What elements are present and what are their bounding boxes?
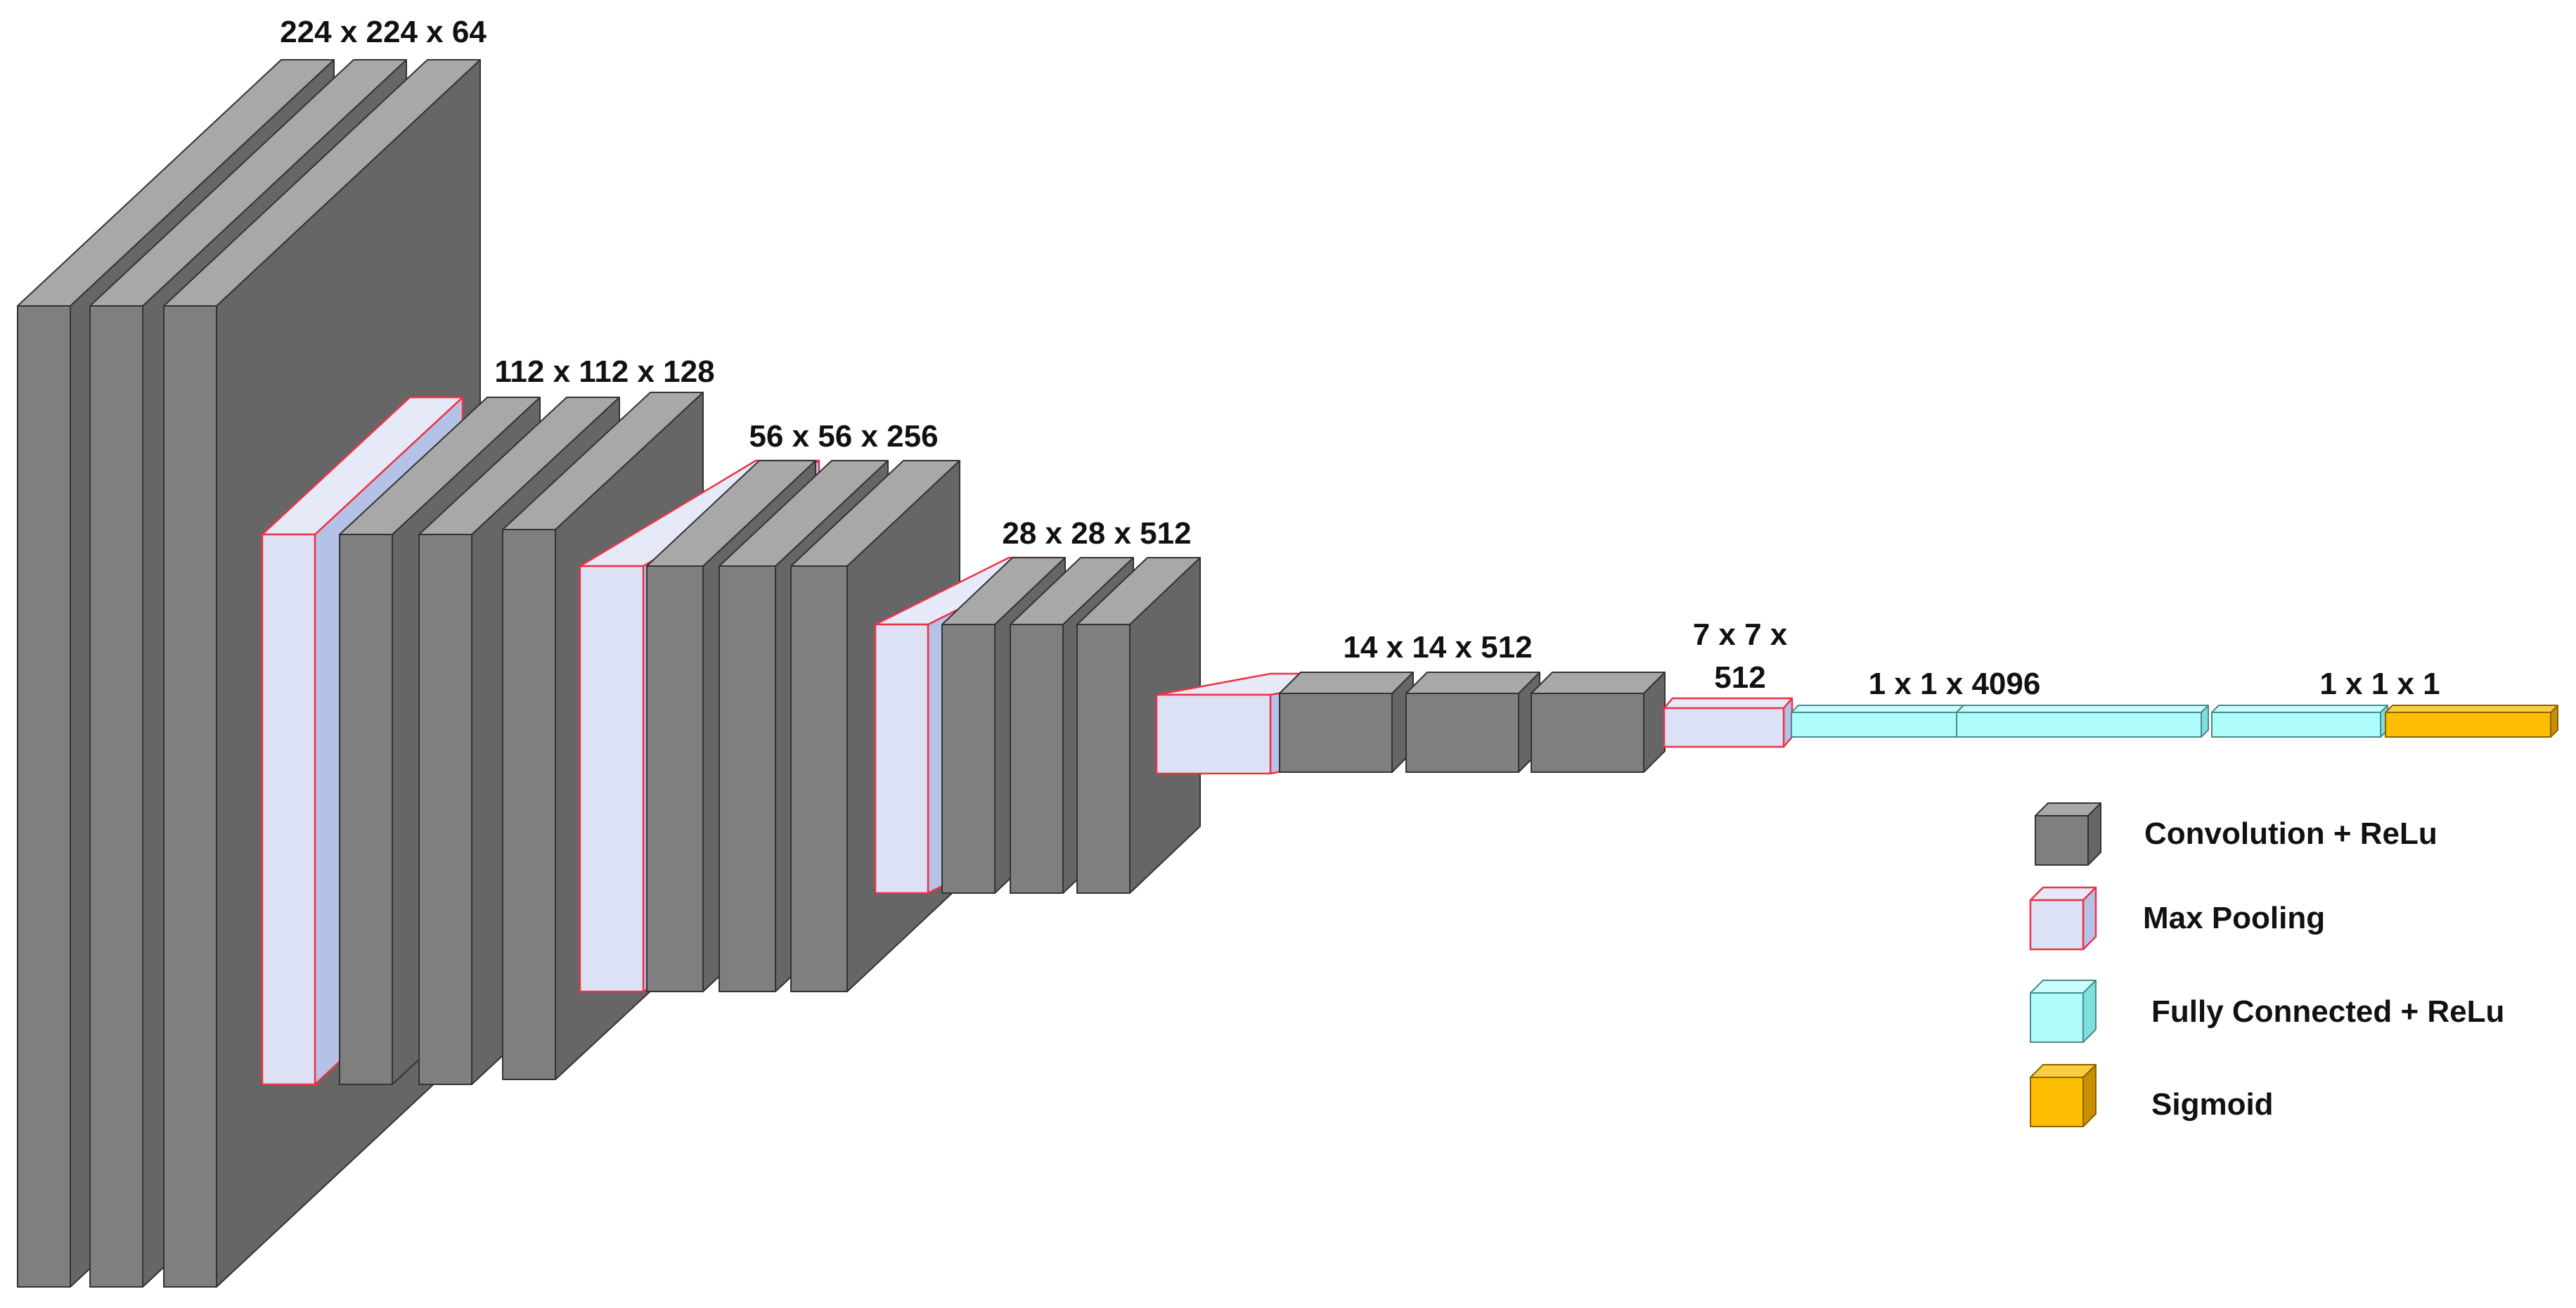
fc-block-3 xyxy=(2211,705,2388,738)
size-label-7-line1: 7 x 7 x xyxy=(1693,617,1788,652)
conv-block-14-3 xyxy=(1531,672,1666,773)
legend-label-conv: Convolution + ReLu xyxy=(2144,816,2437,851)
conv-block-14-1 xyxy=(1279,672,1414,773)
legend-label-fc: Fully Connected + ReLu xyxy=(2151,994,2504,1029)
sigmoid-block xyxy=(2385,705,2558,738)
size-label-fc: 1 x 1 x 4096 xyxy=(1869,667,2041,701)
legend-pool-icon xyxy=(2029,886,2097,951)
size-label-14: 14 x 14 x 512 xyxy=(1343,630,1532,665)
legend-label-sigmoid: Sigmoid xyxy=(2151,1087,2274,1122)
fc-block-2 xyxy=(1956,705,2209,738)
size-label-224: 224 x 224 x 64 xyxy=(280,15,487,49)
pool-block-7 xyxy=(1663,697,1793,748)
size-label-output: 1 x 1 x 1 xyxy=(2319,667,2440,701)
size-label-112: 112 x 112 x 128 xyxy=(494,354,714,389)
legend-sigmoid-icon xyxy=(2030,1064,2097,1127)
fc-block-1 xyxy=(1791,705,1964,738)
legend-conv-icon xyxy=(2035,802,2101,866)
layer-blocks xyxy=(17,59,2558,1288)
size-label-56: 56 x 56 x 256 xyxy=(749,419,938,454)
legend-icons xyxy=(2029,802,2101,1127)
size-label-7-line2: 512 xyxy=(1714,660,1765,695)
legend-label-pool: Max Pooling xyxy=(2143,901,2325,935)
legend-fc-icon xyxy=(2030,980,2097,1043)
size-label-28: 28 x 28 x 512 xyxy=(1002,516,1191,551)
conv-block-14-2 xyxy=(1405,672,1540,773)
